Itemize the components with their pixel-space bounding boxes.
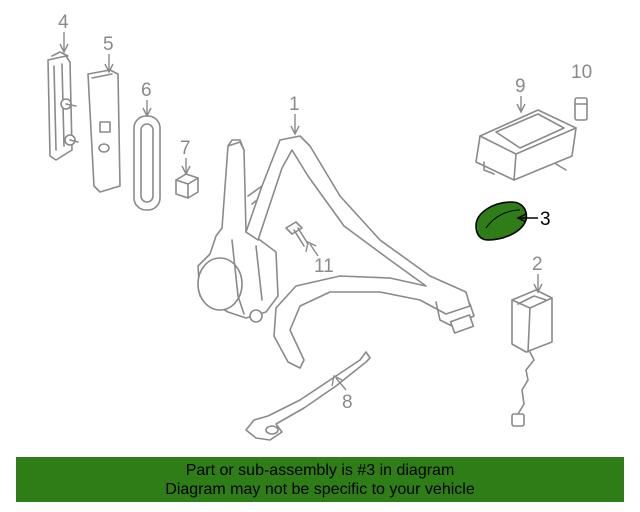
leader-4: [59, 32, 69, 54]
leader-8: [331, 374, 347, 391]
part-9-control-module: [475, 109, 577, 181]
part-6-belt-guide: [133, 115, 161, 211]
callout-1: 1: [289, 94, 300, 115]
leader-1: [290, 114, 300, 136]
leader-2: [533, 274, 543, 294]
part-2-buckle-assembly: [511, 289, 553, 427]
part-10-plug: [574, 97, 588, 121]
callout-5: 5: [103, 34, 114, 55]
callout-6: 6: [141, 80, 152, 101]
callout-3: 3: [540, 209, 551, 230]
info-banner: Part or sub-assembly is #3 in diagram Di…: [16, 457, 624, 502]
callout-8: 8: [342, 392, 353, 413]
part-3-highlighted-cover[interactable]: [475, 201, 528, 241]
leader-9: [516, 96, 526, 114]
part-5-pillar-trim: [87, 69, 121, 193]
callout-9: 9: [515, 76, 526, 97]
callout-4: 4: [58, 12, 69, 33]
leader-11: [305, 240, 319, 257]
parts-diagram: 4 5 6 7 1 11: [47, 12, 592, 441]
callout-2: 2: [532, 254, 543, 275]
callout-11: 11: [314, 256, 334, 277]
callout-7: 7: [180, 138, 191, 159]
part-1-seat-belt-assembly: [197, 135, 475, 369]
leader-6: [142, 100, 152, 118]
leader-7: [181, 158, 191, 176]
part-7-clip: [175, 173, 199, 199]
part-4-height-adjuster: [47, 51, 79, 161]
part-8-guide-rod: [245, 351, 371, 441]
leader-5: [104, 54, 114, 74]
leader-3: [516, 213, 538, 223]
banner-line-1: Part or sub-assembly is #3 in diagram: [185, 462, 455, 479]
callout-10: 10: [571, 62, 592, 83]
banner-line-2: Diagram may not be specific to your vehi…: [165, 481, 475, 498]
part-11-bolt: [285, 221, 309, 247]
